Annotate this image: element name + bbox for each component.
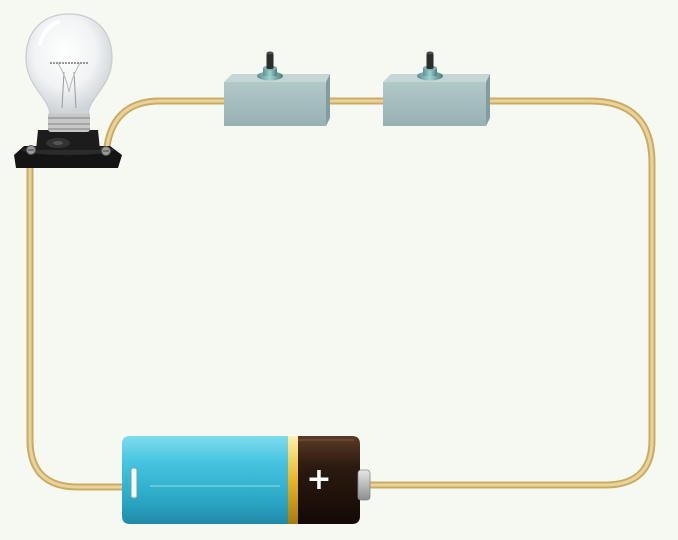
battery [122,436,371,524]
light-bulb-icon [14,13,122,168]
wire [26,97,656,491]
switch-1 [224,51,330,126]
switch-icon [224,51,330,126]
battery-icon [122,436,371,524]
switch-icon [383,51,490,126]
switch-2 [383,51,490,126]
